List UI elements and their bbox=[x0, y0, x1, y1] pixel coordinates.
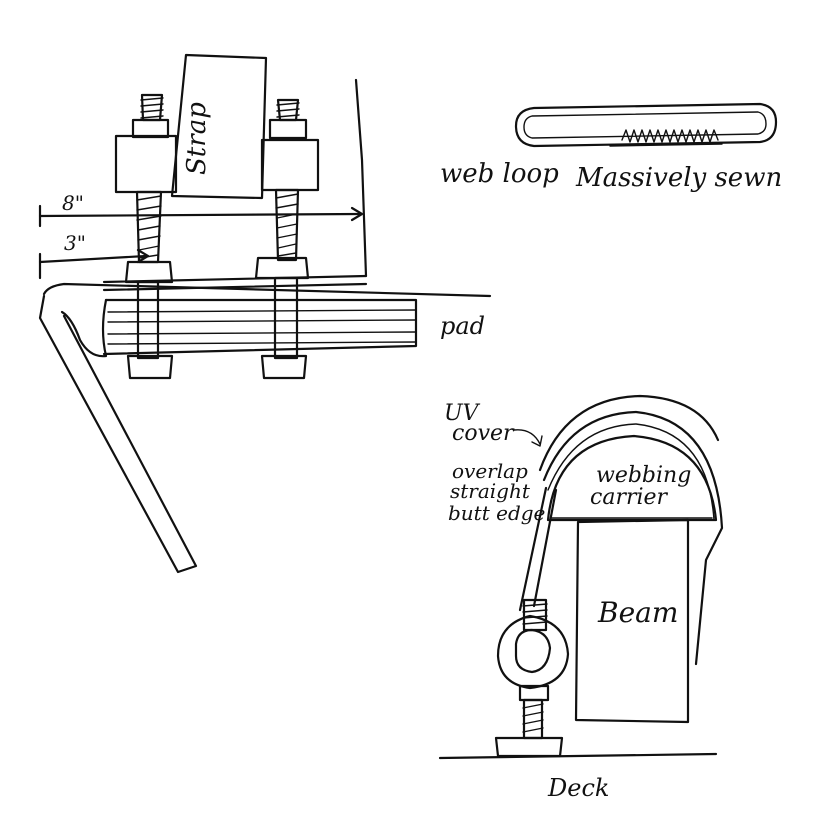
webbing-label-1: webbing bbox=[596, 463, 691, 488]
beam-label: Beam bbox=[597, 596, 678, 629]
massively-sewn-label: Massively sewn bbox=[575, 163, 782, 193]
clamp-detail: Strap bbox=[38, 53, 492, 574]
right-bolt bbox=[254, 98, 320, 380]
web-loop-label: web loop bbox=[440, 159, 559, 189]
overlap-label-1: overlap bbox=[452, 459, 528, 483]
pad-label: pad bbox=[440, 312, 485, 340]
web-loop bbox=[514, 102, 778, 148]
beam-detail: Beam bbox=[438, 394, 724, 760]
web-loop-detail bbox=[514, 102, 778, 148]
dimensions bbox=[38, 204, 364, 280]
uv-cover-label-2: cover bbox=[452, 421, 515, 446]
strap-label: Strap bbox=[182, 102, 212, 175]
dim-inner-label: 3" bbox=[64, 231, 86, 255]
stitch-zigzag bbox=[621, 129, 719, 143]
left-bolt bbox=[114, 93, 178, 380]
deck-surface bbox=[438, 752, 718, 760]
overlap-label-3: butt edge bbox=[448, 501, 545, 525]
webbing-label-2: carrier bbox=[590, 485, 669, 510]
slope-side bbox=[38, 294, 198, 574]
uv-cover-label-1: UV bbox=[444, 401, 481, 426]
dim-outer-label: 8" bbox=[62, 191, 84, 215]
pad bbox=[42, 282, 492, 358]
bolt-loop bbox=[496, 614, 570, 690]
deck-label: Deck bbox=[547, 774, 609, 802]
overlap-label-2: straight bbox=[450, 479, 531, 503]
uv-cover bbox=[538, 394, 720, 472]
